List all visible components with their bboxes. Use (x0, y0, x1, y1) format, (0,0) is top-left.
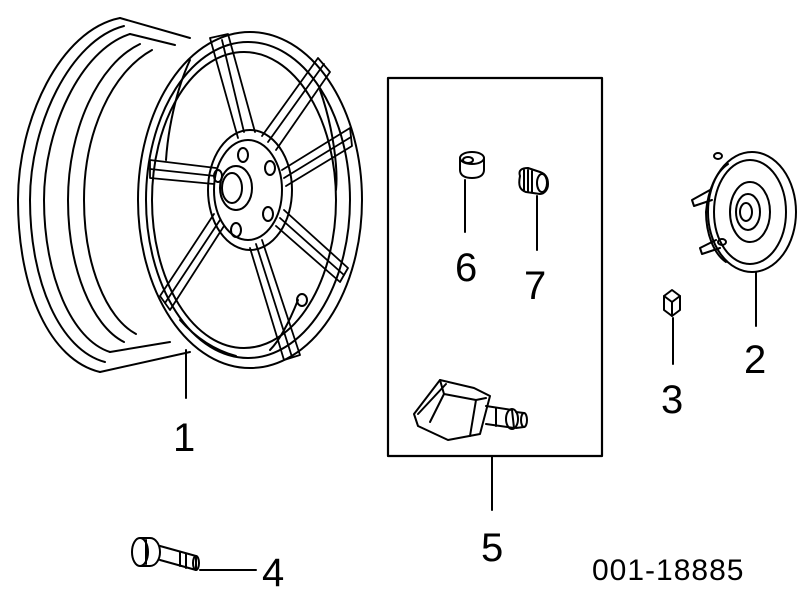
valve-stem-drawing (131, 537, 257, 571)
callout-7: 7 (524, 264, 547, 308)
wheel-drawing (17, 17, 363, 399)
callout-5: 5 (481, 526, 504, 570)
callout-1: 1 (173, 416, 196, 460)
kit-box-drawing (386, 76, 604, 511)
cap-nut-drawing (663, 289, 681, 365)
center-cap-drawing (691, 151, 797, 327)
callout-2: 2 (744, 338, 767, 382)
callout-6: 6 (455, 246, 478, 290)
callout-4: 4 (262, 551, 285, 595)
callout-3: 3 (661, 378, 684, 422)
reference-code: 001-18885 (592, 554, 745, 587)
